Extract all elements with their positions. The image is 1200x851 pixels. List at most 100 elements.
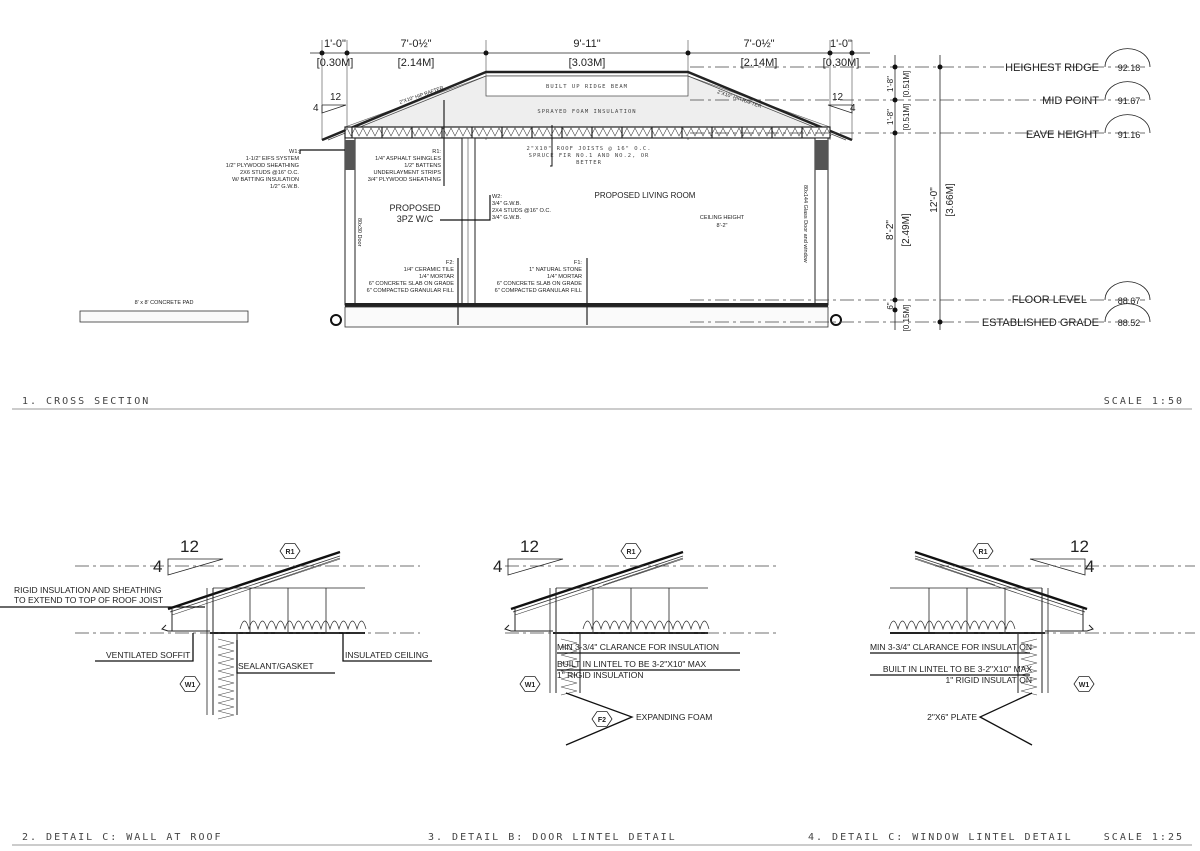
slope-rise: 4 — [1085, 557, 1094, 576]
roof-joists-band — [344, 126, 831, 139]
dim-text: 7'-0½" — [743, 38, 774, 50]
note-line: 1/2" PLYWOOD SHEATHING — [226, 163, 299, 169]
interior-wall-w2 — [461, 137, 476, 306]
note-line: BUILT IN LINTEL TO BE 3-2"X10" MAX — [557, 659, 707, 669]
note-line: BUILT IN LINTEL TO BE 3-2"X10" MAX — [883, 664, 1033, 674]
note-line: 1" NATURAL STONE — [529, 267, 582, 273]
roof-rafter — [171, 558, 341, 616]
roof-rafter — [914, 558, 1084, 616]
f1-note: F1: 1" NATURAL STONE 1/4" MORTAR 6" CONC… — [495, 260, 583, 294]
slope-run: 12 — [520, 537, 539, 556]
note-line: 1/4" MORTAR — [547, 274, 582, 280]
roof-sheathing — [914, 555, 1086, 613]
footing-icon — [330, 314, 342, 326]
note-line: W2: — [492, 194, 502, 200]
note-line: 3/4" G.W.B. — [492, 201, 521, 207]
ceiling-height-value: 8'-2" — [717, 223, 728, 229]
ceiling-height-label: CEILING HEIGHT — [700, 215, 745, 221]
roof-shingles — [914, 550, 1088, 611]
dim-text: 12'-0" — [929, 187, 940, 213]
dim-text: 7'-0½" — [400, 38, 431, 50]
tag-w1-hexagon — [519, 676, 541, 692]
dimension-node — [937, 319, 943, 325]
wall-insulation — [560, 638, 578, 696]
note-line: 2"X10" ROOF JOISTS @ 16" O.C. — [526, 146, 651, 152]
detail-2-notes: RIGID INSULATION AND SHEATHING TO EXTEND… — [14, 585, 428, 671]
dimension-node — [892, 130, 898, 136]
ceiling-insulation — [239, 620, 367, 631]
slope-rise: 4 — [153, 557, 162, 576]
detail-tags: R1 W1 R1 W1 F2 R1 W1 — [185, 549, 1090, 724]
vertical-dimensions: 1'-8" [0.51M] 1'-8" [0.51M] 8'-2" [2.49M… — [885, 71, 956, 332]
tag-w1-hexagon — [179, 676, 201, 692]
leader-insulated-ceiling — [342, 633, 432, 662]
detail-4-notes: MIN 3-3/4" CLARANCE FOR INSULATION BUILT… — [870, 642, 1032, 722]
note-line: 6" COMPACTED GRANULAR FILL — [495, 288, 582, 294]
room-label-wc: PROPOSED — [389, 203, 441, 213]
room-label-living: PROPOSED LIVING ROOM — [595, 191, 696, 200]
note-line: 2"X6" PLATE — [927, 712, 977, 722]
dim-text: 8'-2" — [885, 220, 896, 240]
dim-text: [2.14M] — [398, 57, 435, 69]
level-label: ESTABLISHED GRADE — [982, 317, 1099, 329]
level-value: 91.67 — [1118, 96, 1141, 106]
tag-r1: R1 — [286, 549, 295, 556]
fascia-gutter — [161, 609, 173, 632]
level-label: HEIGHEST RIDGE — [1005, 62, 1099, 74]
roof-rafter — [514, 558, 684, 616]
glass-door-label: 80x144 Glass Door and window — [802, 185, 808, 263]
level-bubble — [1104, 81, 1151, 101]
dim-text: 1'-0" — [830, 38, 852, 50]
level-label: FLOOR LEVEL — [1012, 294, 1087, 306]
wall-header — [815, 140, 828, 170]
ceiling-insulation — [888, 620, 1016, 631]
leader-w1 — [299, 149, 345, 154]
note-line: 2X6 STUDS @16" O.C. — [240, 170, 299, 176]
roof-shingles — [510, 550, 684, 611]
roof-sheathing — [169, 555, 341, 613]
cross-section-geometry — [79, 40, 1151, 330]
detail-4-title: 4. DETAIL C: WINDOW LINTEL DETAIL — [808, 832, 1073, 843]
dim-text: [3.03M] — [569, 57, 606, 69]
slope-triangle — [1029, 558, 1086, 576]
dimension-node — [892, 307, 898, 313]
dim-text: 1'-0" — [324, 38, 346, 50]
note-line: 1" RIGID INSULATION — [557, 670, 643, 680]
dim-text: 9'-11" — [573, 38, 600, 50]
note-line: INSULATED CEILING — [345, 650, 428, 660]
note-line: MIN 3-3/4" CLARANCE FOR INSULATION — [557, 642, 719, 652]
level-bubble — [1104, 114, 1151, 134]
note-line: 6" COMPACTED GRANULAR FILL — [367, 288, 454, 294]
note-line: F2: — [446, 260, 455, 266]
level-bubble — [1104, 281, 1151, 301]
tag-r1: R1 — [627, 549, 636, 556]
dimension-node — [892, 297, 898, 303]
leader-expanding-foam — [565, 692, 634, 746]
slope-rise: 4 — [850, 103, 856, 114]
tag-w1: W1 — [525, 682, 536, 689]
detail-3-title: 3. DETAIL B: DOOR LINTEL DETAIL — [428, 832, 677, 843]
slope-run: 12 — [832, 92, 844, 103]
dim-text: [0.51M] — [902, 104, 911, 131]
leader-soffit — [95, 633, 194, 662]
note-line: 1/4" CERAMIC TILE — [404, 267, 455, 273]
level-value: 88.52 — [1118, 318, 1141, 328]
roof-sheathing — [512, 555, 684, 613]
note-line: MIN 3-3/4" CLARANCE FOR INSULATION — [870, 642, 1032, 652]
dim-text: [0.15M] — [902, 305, 911, 332]
note-line: 6" CONCRETE SLAB ON GRADE — [369, 281, 455, 287]
note-line: 3/4" G.W.B. — [492, 215, 521, 221]
dimension-node — [937, 64, 943, 70]
roof-line — [321, 70, 853, 142]
note-line: 1/4" MORTAR — [419, 274, 454, 280]
note-line: 6" CONCRETE SLAB ON GRADE — [497, 281, 583, 287]
leader-plate — [978, 692, 1033, 746]
details-scale: SCALE 1:25 — [1104, 832, 1184, 843]
slope-triangle — [827, 104, 853, 114]
door-label: 80x30 Door — [356, 218, 362, 247]
detail-3-notes: MIN 3-3/4" CLARANCE FOR INSULATION BUILT… — [557, 642, 719, 722]
note-line: RIGID INSULATION AND SHEATHING — [14, 585, 162, 595]
tag-w1: W1 — [185, 682, 196, 689]
detail-2-title: 2. DETAIL C: WALL AT ROOF — [22, 832, 223, 843]
